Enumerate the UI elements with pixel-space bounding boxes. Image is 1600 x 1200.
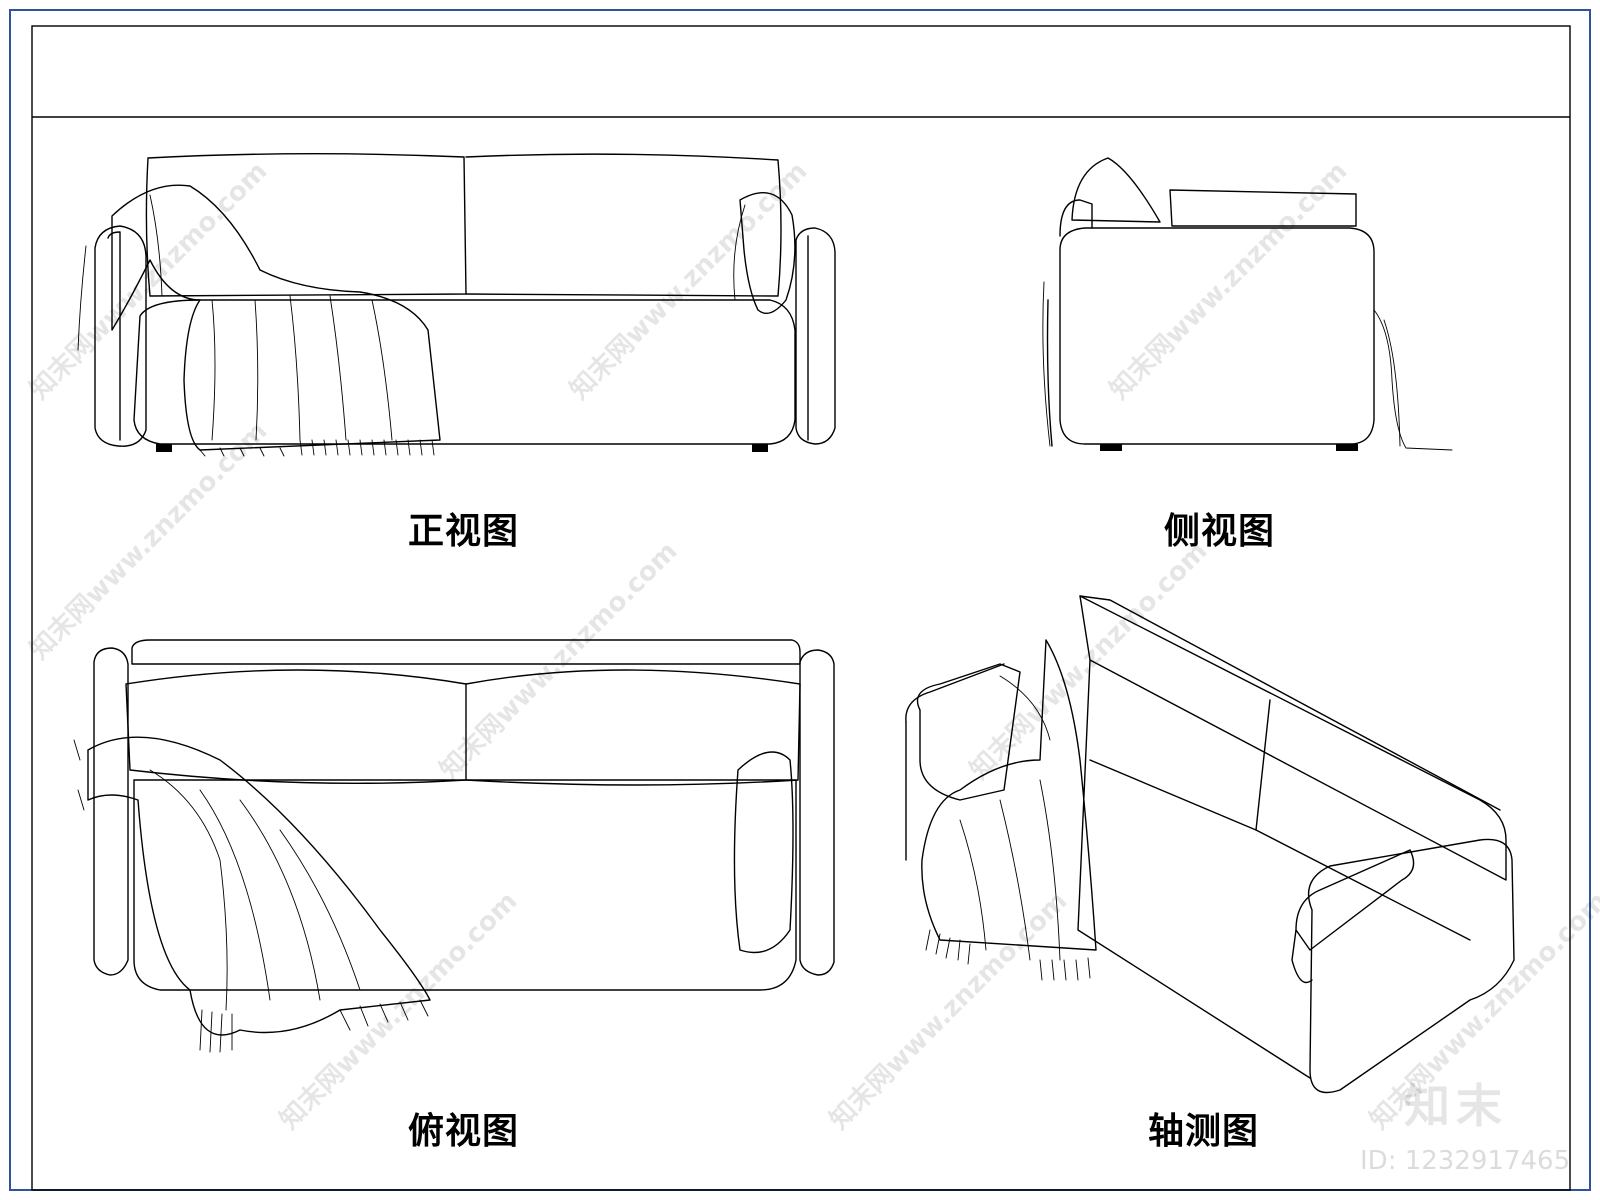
watermark-brand: 知末 [1404,1079,1508,1133]
axonometric-view-sofa [905,595,1515,1094]
side-view-sofa [1042,157,1453,451]
axonometric-view-caption: 轴测图 [1148,1111,1260,1152]
side-view-caption: 侧视图 [1164,511,1276,552]
top-view-caption: 俯视图 [408,1111,520,1152]
inner-frame [31,25,1571,1191]
outer-frame [9,9,1591,1191]
front-view-caption: 正视图 [408,511,520,552]
watermark-id: ID: 1232917465 [1360,1146,1571,1176]
front-view-sofa [77,153,836,457]
top-view-sofa [73,639,835,1053]
